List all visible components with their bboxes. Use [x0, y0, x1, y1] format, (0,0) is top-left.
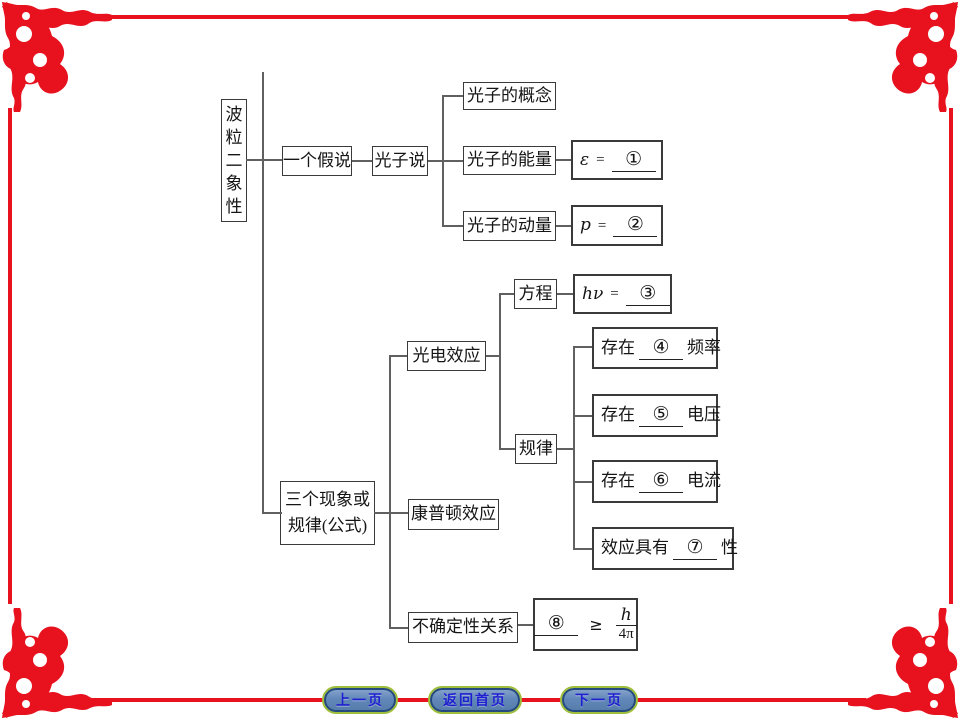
node-photon-theory: 光子说 [372, 146, 428, 176]
node-laws: 规律 [515, 434, 557, 464]
blank-8: ⑧ [534, 613, 579, 636]
node-uncertainty-relation: 不确定性关系 [408, 612, 518, 643]
formula-photoelectric-equation: hν = ③ [573, 274, 672, 314]
node-compton-effect: 康普顿效应 [408, 499, 499, 530]
law-post-text: 电压 [687, 405, 721, 425]
connector-line [557, 448, 573, 450]
node-law-voltage: 存在 ⑤ 电压 [592, 394, 721, 437]
frame-top-line [92, 15, 868, 19]
connector-line [518, 624, 533, 626]
corner-ornament-top-right [848, 0, 960, 112]
equals-sign: = [596, 152, 605, 168]
node-root: 波粒二象性 [221, 99, 247, 222]
next-page-button[interactable]: 下一页 [560, 686, 638, 714]
law-pre-text: 存在 [601, 337, 635, 357]
frame-right-line [949, 108, 953, 604]
formula-lhs: ε [580, 149, 590, 170]
blank-4: ④ [639, 336, 683, 360]
node-label-line2: 规律(公式) [287, 516, 368, 535]
blank-2: ② [613, 214, 658, 237]
connector-line [442, 95, 463, 97]
connector-line [246, 159, 282, 161]
node-law-frequency: 存在 ④ 频率 [592, 327, 721, 369]
law-post-text: 性 [721, 538, 738, 558]
node-three-phenomena: 三个现象或 规律(公式) [280, 481, 375, 545]
equals-sign: = [597, 217, 607, 234]
home-page-button[interactable]: 返回首页 [428, 686, 522, 714]
law-post-text: 电流 [687, 471, 721, 491]
formula-photon-momentum: p = ② [571, 205, 663, 246]
connector-line [573, 346, 575, 550]
formula-lhs: hν [582, 283, 604, 304]
connector-line [573, 548, 592, 550]
node-photon-momentum: 光子的动量 [463, 211, 556, 241]
connector-line [262, 512, 282, 514]
fraction-numerator: h [620, 604, 632, 625]
blank-1: ① [611, 148, 656, 172]
node-law-instantaneity: 效应具有 ⑦ 性 [592, 527, 738, 570]
node-equation: 方程 [514, 279, 557, 309]
formula-lhs: p [580, 215, 591, 236]
connector-line [262, 72, 264, 514]
law-pre-text: 效应具有 [601, 538, 669, 558]
formula-uncertainty: ⑧ ≥ h 4π [533, 598, 638, 651]
connector-line [573, 481, 592, 483]
blank-7: ⑦ [673, 537, 717, 560]
connector-line [442, 225, 463, 227]
node-photon-concept: 光子的概念 [463, 82, 556, 110]
law-post-text: 频率 [687, 337, 721, 357]
connector-line [428, 160, 463, 162]
connector-line [389, 627, 408, 629]
greater-equal-sign: ≥ [589, 614, 603, 634]
corner-ornament-top-left [0, 0, 112, 112]
connector-line [442, 95, 444, 227]
connector-line [556, 225, 571, 227]
connector-line [499, 293, 501, 449]
node-hypothesis: 一个假说 [282, 146, 352, 176]
corner-ornament-bottom-left [0, 608, 112, 720]
law-pre-text: 存在 [601, 471, 635, 491]
connector-line [557, 293, 573, 295]
fraction-h-over-4pi: h 4π [615, 604, 637, 644]
connector-line [573, 346, 592, 348]
connector-line [499, 293, 514, 295]
connector-line [556, 159, 571, 161]
fraction-denominator: 4π [618, 626, 634, 643]
node-photoelectric-effect: 光电效应 [407, 341, 486, 371]
connector-line [573, 415, 592, 417]
connector-line [374, 512, 408, 514]
blank-5: ⑤ [639, 404, 683, 427]
node-photon-energy: 光子的能量 [463, 146, 556, 175]
connector-line [389, 355, 391, 629]
prev-page-button[interactable]: 上一页 [322, 686, 398, 714]
node-label-line1: 三个现象或 [285, 490, 370, 509]
connector-line [486, 355, 499, 357]
equals-sign: = [610, 286, 619, 302]
corner-ornament-bottom-right [848, 608, 960, 720]
formula-photon-energy: ε = ① [571, 140, 663, 180]
connector-line [389, 355, 407, 357]
node-law-current: 存在 ⑥ 电流 [592, 460, 721, 503]
blank-3: ③ [625, 282, 670, 306]
law-pre-text: 存在 [601, 405, 635, 425]
frame-left-line [8, 108, 12, 604]
blank-6: ⑥ [639, 470, 683, 493]
connector-line [499, 448, 515, 450]
connector-line [352, 160, 372, 162]
